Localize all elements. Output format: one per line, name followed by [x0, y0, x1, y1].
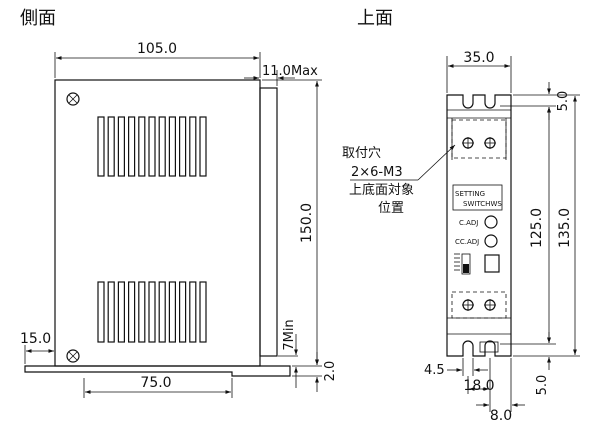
vent-slot — [148, 116, 156, 177]
vent-slot — [179, 116, 187, 177]
dim-top-slot-width: 4.5 — [424, 363, 445, 378]
top-view: SETTING SWITCHWS C.ADJ CC.ADJ 35.0 — [342, 50, 580, 424]
vent-slot — [189, 116, 197, 177]
setting-label-line2: SWITCHWS — [463, 200, 502, 208]
side-view: 105.0 11.0Max 150.0 7Min 2.0 15.0 75.0 — [20, 41, 338, 398]
top-view-title: 上面 — [357, 8, 393, 29]
vent-slot — [158, 116, 166, 177]
vent-slot — [107, 281, 115, 343]
vent-slot — [168, 281, 176, 343]
vent-slot — [117, 116, 126, 177]
vent-slot — [199, 116, 207, 177]
dim-top-margin-top: 5.0 — [556, 91, 571, 112]
dip-switch-icon — [454, 253, 471, 275]
dim-side-foot-edge: 15.0 — [20, 331, 51, 347]
mounting-note-line2: 2×6-M3 — [351, 165, 403, 180]
screw-icon — [66, 349, 80, 363]
vent-slots-upper — [97, 116, 207, 177]
dim-side-height: 150.0 — [299, 203, 315, 243]
vent-slots-lower — [97, 281, 207, 343]
vent-slot — [199, 281, 207, 343]
dim-side-width: 105.0 — [137, 41, 177, 57]
mounting-hole-icon — [462, 137, 474, 149]
dim-top-slot-offset: 8.0 — [490, 408, 512, 424]
mounting-hole-icon — [462, 299, 474, 311]
dim-side-foot-span: 75.0 — [140, 375, 171, 391]
dim-top-width: 35.0 — [463, 50, 494, 66]
c-adj-trimmer-icon — [484, 215, 498, 229]
dim-top-overall: 135.0 — [557, 208, 573, 248]
c-adj-label: C.ADJ — [459, 219, 478, 227]
vent-slot — [158, 281, 166, 343]
vent-slot — [138, 116, 146, 177]
side-body — [54, 79, 261, 367]
mounting-note-line1: 取付穴 — [342, 146, 381, 161]
dim-side-depth-max: 11.0Max — [262, 64, 318, 79]
vent-slot — [97, 281, 105, 343]
vent-slot — [128, 281, 136, 343]
vent-slot — [107, 116, 115, 177]
mounting-hole-icon — [484, 137, 496, 149]
mounting-hole-icon — [484, 299, 496, 311]
dim-top-slot-span: 18.0 — [463, 378, 494, 394]
dim-side-clearance-min: 7Min — [282, 319, 297, 350]
top-body-outline — [446, 94, 512, 357]
vent-slot — [138, 281, 146, 343]
side-depth-strip — [259, 87, 278, 357]
vent-slot — [189, 281, 197, 343]
dim-top-margin-bottom: 5.0 — [535, 375, 550, 396]
cc-adj-trimmer-icon — [484, 234, 498, 248]
vent-slot — [97, 116, 105, 177]
connector-icon — [484, 254, 500, 273]
side-view-title: 側面 — [20, 8, 56, 29]
vent-slot — [117, 281, 126, 343]
cc-adj-label: CC.ADJ — [455, 238, 479, 246]
setting-switch-label-box — [452, 184, 503, 211]
setting-label-line1: SETTING — [455, 190, 485, 198]
vent-slot — [148, 281, 156, 343]
mounting-note-line3: 上底面対象 — [349, 182, 414, 198]
screw-icon — [66, 92, 80, 106]
dim-side-foot-thickness: 2.0 — [323, 361, 338, 382]
side-foot — [24, 365, 291, 377]
vent-slot — [128, 116, 136, 177]
vent-slot — [179, 281, 187, 343]
mounting-note-line4: 位置 — [378, 201, 404, 216]
vent-slot — [168, 116, 176, 177]
dim-top-hole-pitch: 125.0 — [529, 208, 545, 248]
